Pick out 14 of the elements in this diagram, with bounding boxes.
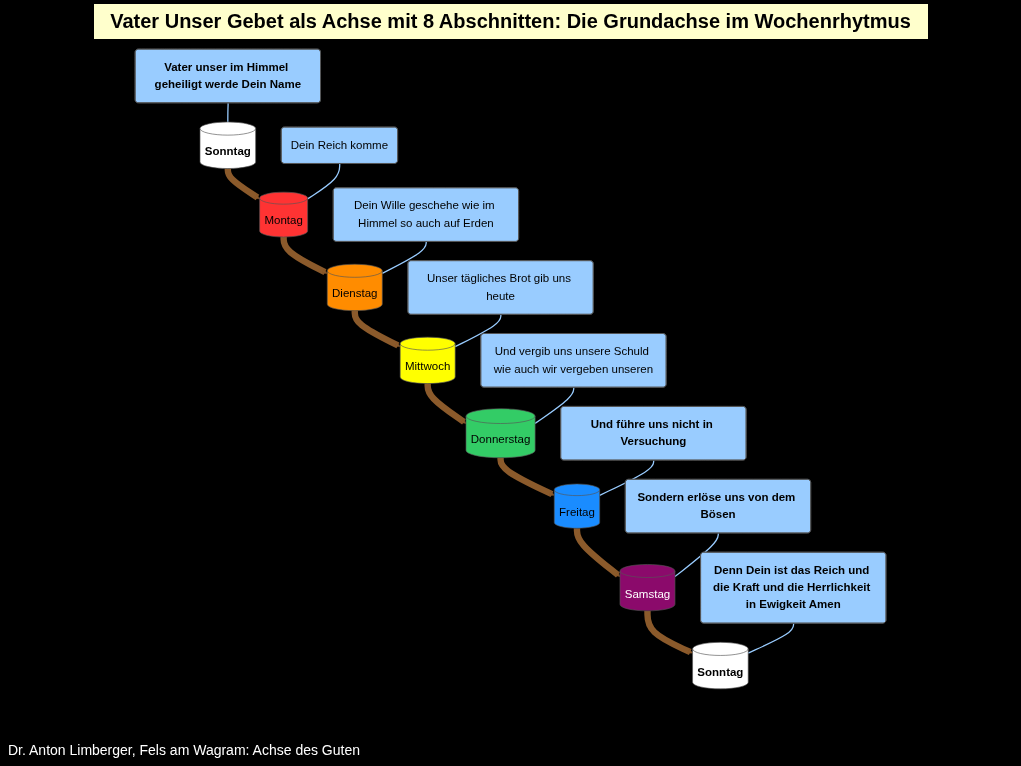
connector — [747, 622, 795, 654]
arrow — [280, 236, 328, 276]
connector — [381, 241, 427, 274]
connector — [454, 314, 502, 348]
connector — [534, 386, 575, 425]
connector — [674, 532, 719, 578]
arrow — [573, 527, 621, 578]
connector — [599, 459, 655, 496]
connector — [227, 102, 229, 123]
title-banner: Vater Unser Gebet als Achse mit 8 Abschnitten: Die Grundachse im Wochenrhytmus — [93, 4, 928, 39]
arrow — [424, 382, 467, 425]
arrow — [224, 166, 260, 201]
caption: Dr. Anton Limberger, Fels am Wagram: Achse des Guten — [8, 742, 360, 758]
connector — [306, 163, 341, 200]
